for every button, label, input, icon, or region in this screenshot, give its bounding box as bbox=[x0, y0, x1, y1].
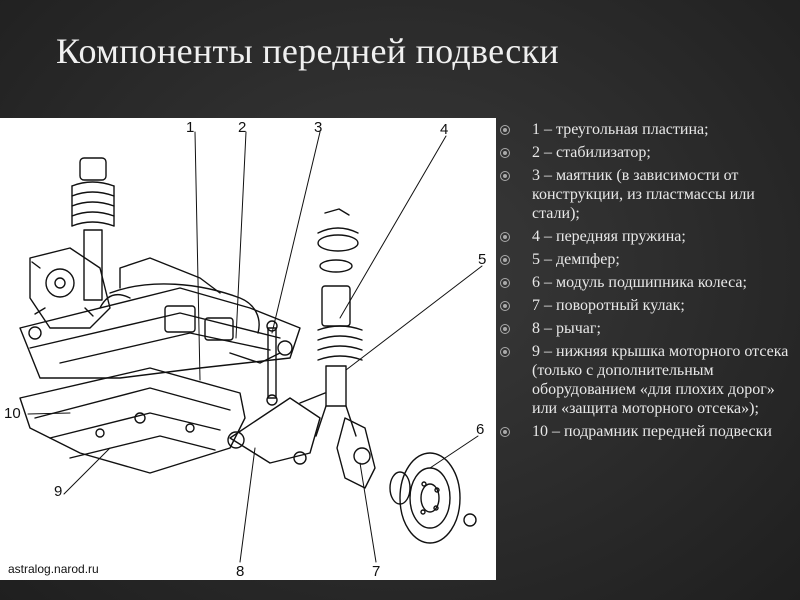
bullet-icon bbox=[500, 255, 510, 265]
right-knuckle bbox=[336, 417, 376, 489]
legend-item-text: 8 – рычаг; bbox=[532, 320, 601, 337]
left-coil-spring bbox=[71, 157, 115, 301]
legend-item-text: 1 – треугольная пластина; bbox=[532, 121, 709, 138]
legend-list: 1 – треугольная пластина; 2 – стабилизат… bbox=[500, 120, 790, 445]
legend-item-text: 10 – подрамник передней подвески bbox=[532, 423, 772, 440]
callout-2: 2 bbox=[238, 119, 246, 136]
callout-5: 5 bbox=[478, 251, 486, 268]
bullet-icon bbox=[500, 347, 510, 357]
legend-item: 2 – стабилизатор; bbox=[500, 143, 790, 162]
callout-6: 6 bbox=[476, 421, 484, 438]
subframe bbox=[19, 257, 301, 379]
legend-item: 9 – нижняя крышка моторного отсека (толь… bbox=[500, 342, 790, 418]
bullet-icon bbox=[500, 148, 510, 158]
legend-item: 10 – подрамник передней подвески bbox=[500, 422, 790, 441]
lower-engine-cover bbox=[19, 367, 246, 474]
legend-item: 7 – поворотный кулак; bbox=[500, 296, 790, 315]
bullet-icon bbox=[500, 278, 510, 288]
bullet-icon bbox=[500, 171, 510, 181]
stabilizer-bar bbox=[109, 283, 260, 334]
callout-3: 3 bbox=[314, 119, 322, 136]
callout-9: 9 bbox=[54, 483, 62, 500]
suspension-diagram: 1 2 3 4 5 6 7 8 9 10 astralog.narod.ru bbox=[0, 118, 496, 580]
bullet-icon bbox=[500, 324, 510, 334]
left-hub-assembly bbox=[29, 247, 111, 329]
slide-title: Компоненты передней подвески bbox=[56, 31, 559, 71]
lower-control-arm bbox=[227, 392, 326, 465]
right-strut-exploded bbox=[315, 208, 363, 437]
callout-leader-lines bbox=[27, 131, 483, 563]
legend-item-text: 7 – поворотный кулак; bbox=[532, 297, 685, 314]
suspension-line-drawing: 1 2 3 4 5 6 7 8 9 10 bbox=[4, 119, 486, 580]
legend-item: 5 – демпфер; bbox=[500, 250, 790, 269]
bullet-icon bbox=[500, 427, 510, 437]
bullet-icon bbox=[500, 232, 510, 242]
watermark-text: astralog.narod.ru bbox=[8, 562, 99, 576]
callout-10: 10 bbox=[4, 405, 21, 422]
brake-disc bbox=[389, 452, 477, 544]
legend-item-text: 2 – стабилизатор; bbox=[532, 144, 651, 161]
bullet-icon bbox=[500, 125, 510, 135]
callout-7: 7 bbox=[372, 563, 380, 580]
callout-8: 8 bbox=[236, 563, 244, 580]
callout-4: 4 bbox=[440, 121, 448, 138]
callout-1: 1 bbox=[186, 119, 194, 136]
legend-item-text: 5 – демпфер; bbox=[532, 251, 620, 268]
legend-item-text: 4 – передняя пружина; bbox=[532, 228, 686, 245]
legend-item: 4 – передняя пружина; bbox=[500, 227, 790, 246]
legend-item: 3 – маятник (в зависимости от конструкци… bbox=[500, 166, 790, 223]
legend-item: 6 – модуль подшипника колеса; bbox=[500, 273, 790, 292]
legend-item: 1 – треугольная пластина; bbox=[500, 120, 790, 139]
legend-item-text: 9 – нижняя крышка моторного отсека (толь… bbox=[532, 343, 789, 417]
pendulum-link bbox=[266, 320, 278, 406]
bullet-icon bbox=[500, 301, 510, 311]
legend-item-text: 6 – модуль подшипника колеса; bbox=[532, 274, 747, 291]
legend-item: 8 – рычаг; bbox=[500, 319, 790, 338]
legend-item-text: 3 – маятник (в зависимости от конструкци… bbox=[532, 167, 755, 222]
